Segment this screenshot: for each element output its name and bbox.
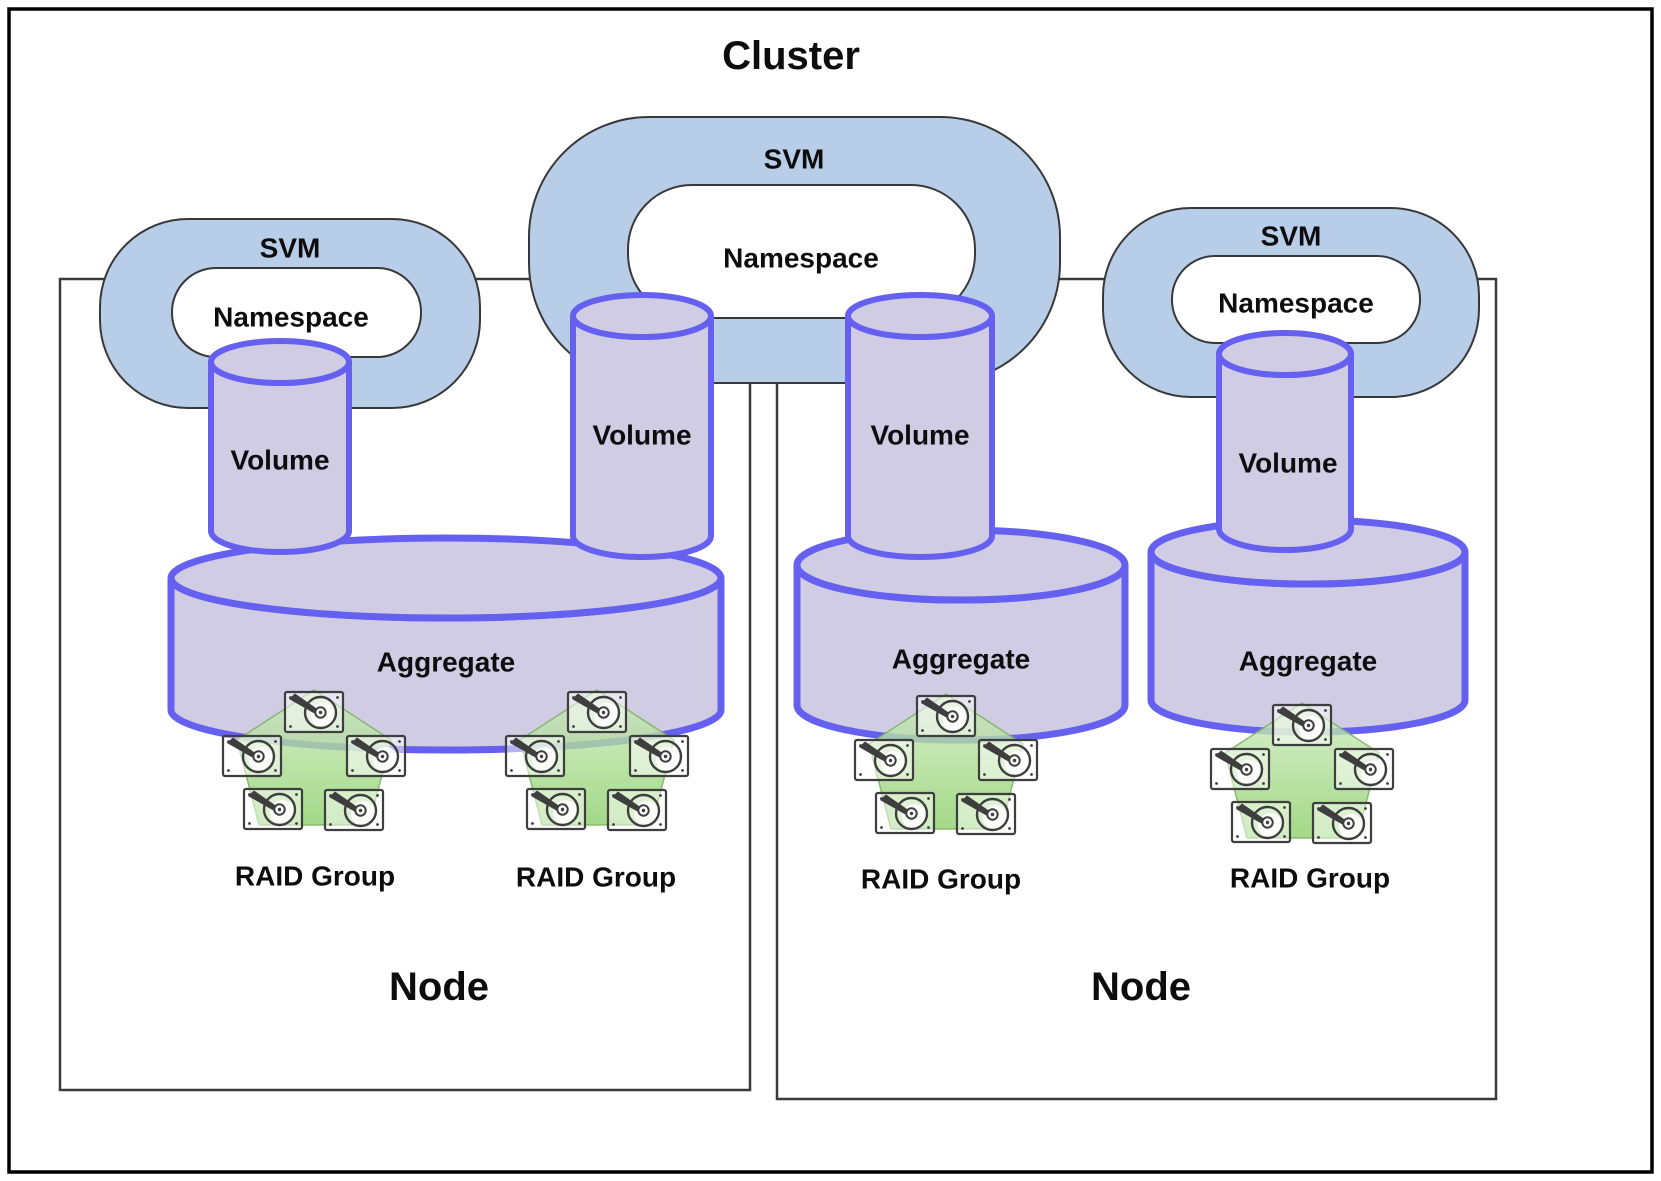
aggregate-cylinder-3 (1147, 516, 1469, 736)
namespace-area-2 (627, 184, 976, 319)
raid-group-label-4: RAID Group (1230, 863, 1390, 894)
raid-group-label-1: RAID Group (235, 861, 395, 892)
svm-label-1: SVM (260, 233, 321, 264)
volume-label-3: Volume (870, 420, 969, 451)
volume-cylinder-4 (1216, 330, 1354, 553)
svm-label-3: SVM (1261, 221, 1322, 252)
svm-label-2: SVM (764, 144, 825, 175)
volume-label-1: Volume (230, 445, 329, 476)
namespace-label-1: Namespace (213, 302, 369, 333)
volume-label-4: Volume (1238, 448, 1337, 479)
volume-cylinder-3 (845, 292, 995, 560)
volume-cylinder-1 (208, 338, 352, 555)
cluster-title: Cluster (722, 34, 860, 78)
aggregate-label-2: Aggregate (892, 644, 1030, 675)
namespace-label-2: Namespace (723, 243, 879, 274)
volume-cylinder-2 (570, 292, 714, 560)
raid-group-label-3: RAID Group (861, 864, 1021, 895)
node-label-1: Node (389, 965, 489, 1009)
diagram-border (7, 7, 1654, 1174)
aggregate-label-3: Aggregate (1239, 646, 1377, 677)
node-label-2: Node (1091, 965, 1191, 1009)
volume-label-2: Volume (592, 420, 691, 451)
aggregate-label-1: Aggregate (377, 647, 515, 678)
svm-ring-3: SVM Namespace (1102, 207, 1480, 398)
namespace-label-3: Namespace (1218, 288, 1374, 319)
raid-group-label-2: RAID Group (516, 862, 676, 893)
svm-ring-1: SVM Namespace (99, 218, 481, 409)
